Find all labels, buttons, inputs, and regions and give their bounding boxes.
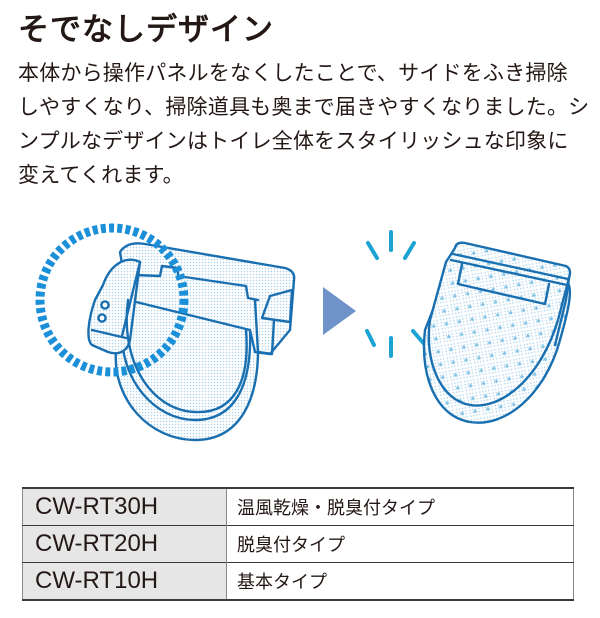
description-line: ンプルなデザインはトイレ全体をスタイリッシュな印象に [18, 129, 569, 153]
model-spec-table: CW-RT30H 温風乾燥・脱臭付タイプ CW-RT20H 脱臭付タイプ CW-… [22, 487, 574, 601]
description-line: しやすくなり、掃除道具も奥まで届きやすくなりました。シ [18, 95, 590, 119]
type-cell: 基本タイプ [226, 562, 574, 600]
toilet-seat-sleeveless-icon [422, 241, 572, 424]
description-line: 変えてくれます。 [18, 163, 184, 187]
sparkle-icon [365, 230, 427, 358]
model-cell: CW-RT30H [22, 488, 227, 526]
arrow-right-icon [323, 287, 356, 335]
model-cell: CW-RT10H [22, 562, 227, 600]
table-row: CW-RT10H 基本タイプ [22, 562, 574, 600]
toilet-seat-with-panel-icon [87, 242, 296, 442]
type-cell: 温風乾燥・脱臭付タイプ [237, 498, 435, 519]
highlight-dashed-circle [35, 223, 189, 377]
table-row: CW-RT20H 脱臭付タイプ [22, 525, 574, 563]
section-heading: そでなしデザイン [18, 12, 274, 48]
description-paragraph: 本体から操作パネルをなくしたことで、サイドをふき掃除 しやすくなり、掃除道具も奥… [18, 56, 590, 192]
model-cell: CW-RT20H [22, 525, 227, 563]
type-cell: 脱臭付タイプ [226, 525, 574, 563]
table-row: CW-RT30H 温風乾燥・脱臭付タイプ [22, 488, 574, 526]
description-line: 本体から操作パネルをなくしたことで、サイドをふき掃除 [18, 61, 568, 85]
before-after-illustration [35, 223, 572, 442]
